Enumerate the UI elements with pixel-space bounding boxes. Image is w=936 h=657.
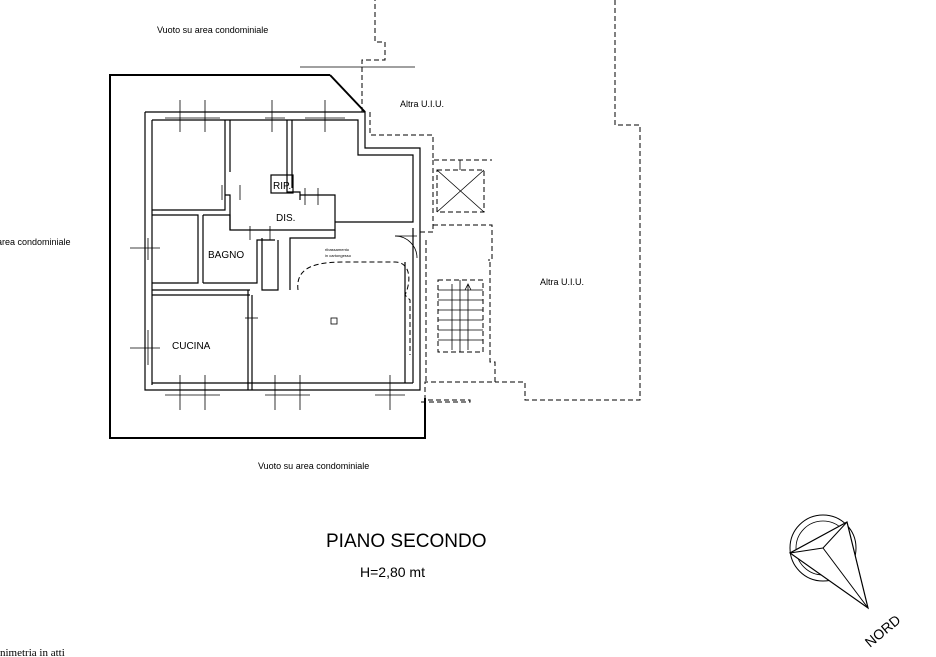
dis-label: DIS. bbox=[276, 213, 295, 224]
ceiling-light-symbol bbox=[330, 317, 338, 325]
apartment-walls bbox=[144, 111, 421, 391]
ceiling-note-line1: ribassamento bbox=[325, 247, 350, 252]
adjacent-unit-outlines bbox=[361, 0, 641, 403]
bagno-label: BAGNO bbox=[208, 250, 244, 261]
false-ceiling-outline bbox=[297, 261, 411, 355]
other-unit-right-label: Altra U.I.U. bbox=[540, 277, 584, 287]
floor-title: PIANO SECONDO bbox=[326, 531, 486, 552]
outer-boundary bbox=[109, 66, 426, 439]
staircase bbox=[437, 279, 484, 353]
cucina-label: CUCINA bbox=[172, 341, 211, 352]
other-unit-top-label: Altra U.I.U. bbox=[400, 99, 444, 109]
compass-label: NORD bbox=[862, 612, 904, 651]
left-void-label: area condominiale bbox=[0, 237, 71, 247]
footer-caption: nimetria in atti bbox=[0, 647, 65, 657]
compass-arrow-icon bbox=[788, 521, 869, 610]
bottom-void-label: Vuoto su area condominiale bbox=[258, 461, 369, 471]
rip-label: RIP. bbox=[273, 181, 291, 192]
north-compass bbox=[788, 514, 869, 610]
ceiling-note-line2: in cartongesso bbox=[325, 253, 352, 258]
top-void-label: Vuoto su area condominiale bbox=[157, 25, 268, 35]
height-label: H=2,80 mt bbox=[360, 564, 425, 580]
window-marks bbox=[130, 100, 405, 410]
